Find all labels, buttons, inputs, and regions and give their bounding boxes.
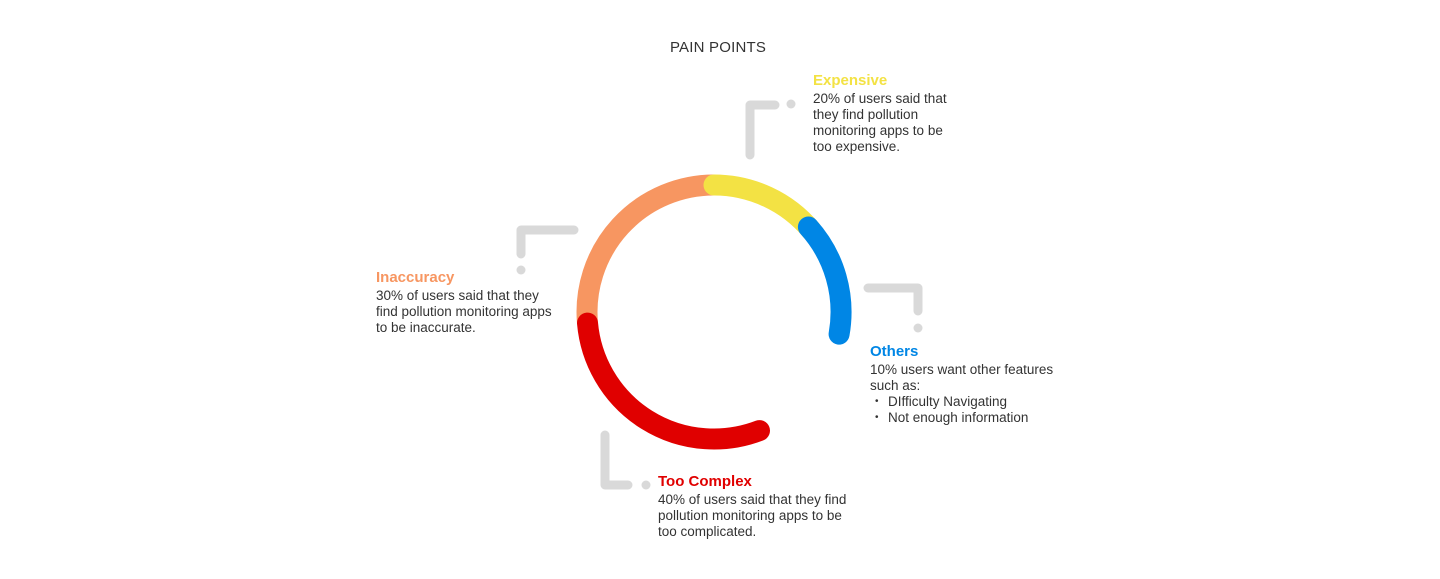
bullet-item: DIfficulty Navigating: [875, 394, 1070, 410]
segment-name: Expensive: [813, 72, 888, 89]
segment-description: 20% of users said that they find polluti…: [813, 91, 947, 154]
segment-name: Too Complex: [658, 473, 752, 490]
bullet-item: Not enough information: [875, 410, 1070, 426]
connector-inaccuracy: [516, 225, 579, 259]
arc-expensive: [703, 174, 822, 241]
connector-dot-inaccuracy: [516, 265, 526, 275]
label-expensive: Expensive 20% of users said that they fi…: [813, 72, 953, 155]
connector-dot-too-complex: [641, 480, 651, 490]
arc-others: [797, 216, 852, 345]
chart-title: PAIN POINTS: [669, 39, 767, 56]
bullet-list: DIfficulty Navigating Not enough informa…: [870, 394, 1070, 426]
segment-description: 40% of users said that they find polluti…: [658, 492, 847, 539]
connector-expensive: [745, 100, 780, 160]
label-others: Others 10% users want other features suc…: [870, 343, 1070, 426]
segment-name: Others: [870, 343, 919, 360]
connector-too-complex: [600, 430, 633, 490]
segment-name: Inaccuracy: [376, 269, 455, 286]
segment-description: 30% of users said that they find polluti…: [376, 288, 552, 335]
label-too-complex: Too Complex 40% of users said that they …: [658, 473, 853, 540]
connector-others: [863, 283, 923, 316]
segment-description: 10% users want other features such as:: [870, 362, 1054, 393]
connector-dot-expensive: [786, 99, 796, 109]
label-inaccuracy: Inaccuracy 30% of users said that they f…: [376, 269, 556, 336]
arc-inaccuracy: [576, 174, 715, 325]
arc-too-complex: [577, 312, 770, 450]
connector-dot-others: [913, 323, 923, 333]
